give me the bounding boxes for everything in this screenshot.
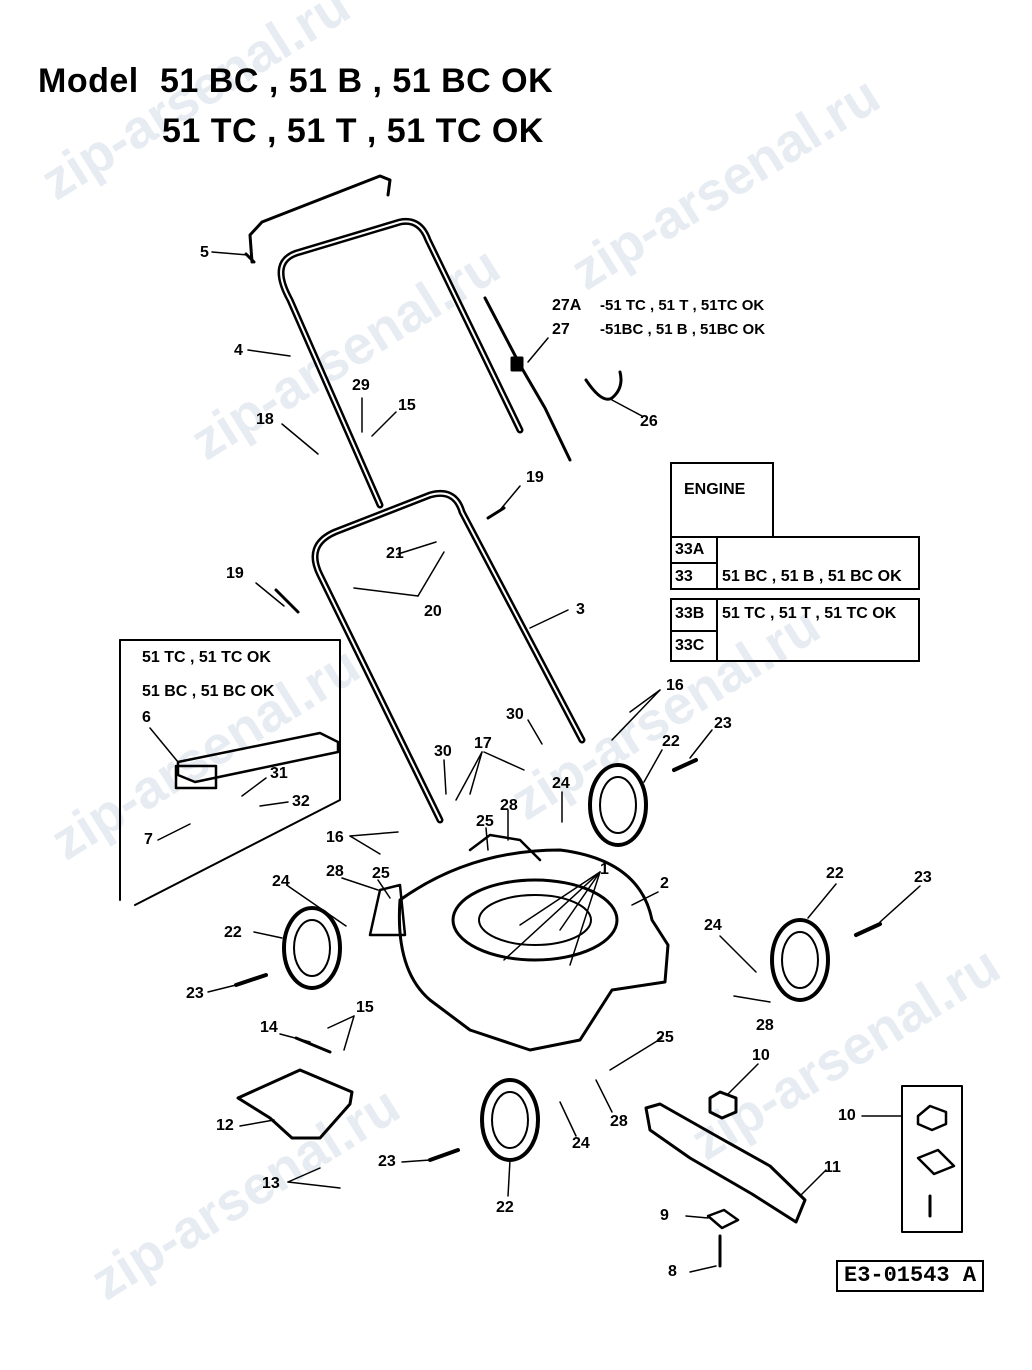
callout-26: 26 [640,413,658,430]
callout-27-models: -51BC , 51 B , 51BC OK [600,321,766,338]
inset-models-line1: 51 TC , 51 TC OK [142,649,271,666]
callout-27a-models: -51 TC , 51 T , 51TC OK [600,297,765,314]
inset-models-line2: 51 BC , 51 BC OK [142,683,275,700]
part-3-lower-handle [311,489,586,824]
inset-border [119,639,341,906]
callout-24: 24 [704,917,722,934]
callout-22: 22 [224,924,242,941]
engine-code-33b: 33B [675,605,705,622]
callout-13: 13 [262,1175,280,1192]
callout-12: 12 [216,1117,234,1134]
callout-2: 2 [660,875,669,892]
wheel-rear-right [588,763,648,847]
callout-24: 24 [572,1135,590,1152]
callout-16: 16 [326,829,344,846]
callout-27a: 27A [552,297,582,314]
callout-22: 22 [826,865,844,882]
callout-28: 28 [756,1017,774,1034]
callout-25: 25 [476,813,494,830]
callout-3: 3 [576,601,585,618]
callout-5: 5 [200,244,209,261]
callout-29: 29 [352,377,370,394]
callout-9: 9 [660,1207,669,1224]
callout-23: 23 [914,869,932,886]
model-list-line1: 51 BC , 51 B , 51 BC OK [160,62,554,100]
engine-models-33b: 51 TC , 51 T , 51 TC OK [722,605,897,622]
part-10-adapter [708,1090,738,1120]
engine-row-divider-a [670,562,718,564]
part-2-deck [397,848,670,1052]
part-12-chute [236,1068,354,1140]
part-9 [706,1208,740,1230]
callout-28: 28 [326,863,344,880]
callout-18: 18 [256,411,274,428]
callout-15: 15 [356,999,374,1016]
callout-14: 14 [260,1019,278,1036]
callout-16: 16 [666,677,684,694]
callout-28: 28 [610,1113,628,1130]
callout-19: 19 [226,565,244,582]
part-27-cable [483,296,572,462]
callout-28: 28 [500,797,518,814]
callout-23: 23 [378,1153,396,1170]
callout-32: 32 [292,793,310,810]
engine-code-33c: 33C [675,637,705,654]
callout-8: 8 [668,1263,677,1280]
callout-10: 10 [752,1047,770,1064]
wheel-front-left [480,1078,540,1162]
callout-4: 4 [234,342,243,359]
callout-17: 17 [474,735,492,752]
engine-header-box [670,462,774,538]
callout-19: 19 [526,469,544,486]
callout-22: 22 [662,733,680,750]
inset-10-box [901,1085,963,1233]
callout-21: 21 [386,545,404,562]
callout-23: 23 [714,715,732,732]
callout-11: 11 [824,1159,841,1176]
drawing-code: E3-01543 A [836,1260,985,1293]
engine-header: ENGINE [684,481,746,498]
callout-25: 25 [656,1029,674,1046]
engine-models-33: 51 BC , 51 B , 51 BC OK [722,568,902,585]
callout-22: 22 [496,1199,514,1216]
part-6-bracket [176,731,340,784]
callout-23: 23 [186,985,204,1002]
callout-20: 20 [424,603,442,620]
callout-24: 24 [272,873,290,890]
model-list-line2: 51 TC , 51 T , 51 TC OK [162,112,544,150]
callout-31: 31 [270,765,288,782]
callout-10: 10 [838,1107,856,1124]
callout-24: 24 [552,775,570,792]
engine-code-33a: 33A [675,541,705,558]
callout-1: 1 [600,861,609,878]
part-5-bail [248,174,392,264]
engine-row-divider-b [670,630,718,632]
model-label: Model [38,62,139,100]
callout-15: 15 [398,397,416,414]
callout-7: 7 [144,831,153,848]
callout-30: 30 [506,706,524,723]
engine-code-33: 33 [675,568,693,585]
wheel-rear-left [282,906,342,990]
callout-27: 27 [552,321,570,338]
callout-30: 30 [434,743,452,760]
callout-6: 6 [142,709,151,726]
part-26-clip [584,370,623,401]
part-11-blade [644,1102,807,1224]
callout-25: 25 [372,865,390,882]
wheel-front-right [770,918,830,1002]
